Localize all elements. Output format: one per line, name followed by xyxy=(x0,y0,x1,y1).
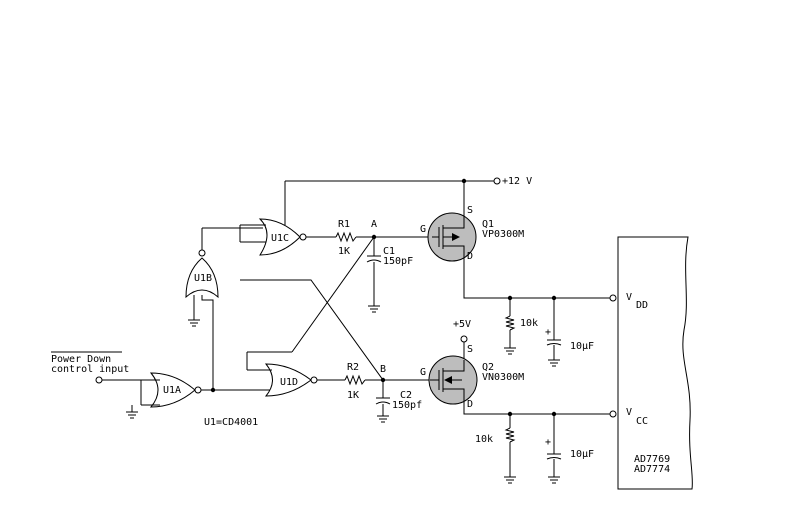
q2-n-mosfet xyxy=(428,355,478,405)
u1c-label: U1C xyxy=(271,233,289,244)
gate-u1d: U1D xyxy=(264,363,318,397)
c2-capacitor xyxy=(375,397,391,405)
r2-value: 1K xyxy=(347,390,359,401)
vcc-capacitor-value: 10µF xyxy=(570,449,594,460)
u1d-label: U1D xyxy=(280,377,298,388)
chip-part-line1: AD7769 xyxy=(634,454,670,465)
q1-drain-label: D xyxy=(467,251,473,262)
supply-12v-terminal xyxy=(493,177,501,185)
adc-chip-outline xyxy=(617,236,693,490)
q1-gate-label: G xyxy=(420,224,426,235)
c1-name: C1 xyxy=(383,246,395,257)
q2-name: Q2 xyxy=(482,362,494,373)
r1-name: R1 xyxy=(338,219,350,230)
power-down-label-line1: Power Down xyxy=(51,354,111,365)
q2-drain-label: D xyxy=(467,399,473,410)
node-a-label: A xyxy=(371,219,377,230)
junction-dots xyxy=(210,178,557,417)
labels: +12 V +5V A B R1 1K R2 1K C1 150pF C2 15… xyxy=(51,176,670,475)
cap-top-plus: + xyxy=(545,327,551,338)
chip-part-line2: AD7774 xyxy=(634,464,670,475)
vdd-pin-sub: DD xyxy=(636,300,648,311)
vcc-pin-v: V xyxy=(626,407,632,418)
q1-part: VP0300M xyxy=(482,229,524,240)
c2-name: C2 xyxy=(400,390,412,401)
u1b-label: U1B xyxy=(194,273,212,284)
vdd-pulldown-resistor xyxy=(504,315,516,331)
vdd-decoupling-capacitor: + xyxy=(545,327,562,346)
supply-5v-terminal xyxy=(460,335,468,343)
q1-source-label: S xyxy=(467,205,473,216)
vcc-pulldown-resistor xyxy=(504,427,516,443)
r2-name: R2 xyxy=(347,362,359,373)
vdd-resistor-value: 10k xyxy=(520,318,538,329)
c2-value: 150pf xyxy=(392,400,422,411)
u1a-label: U1A xyxy=(163,385,181,396)
c1-capacitor xyxy=(366,255,382,263)
vcc-decoupling-capacitor: + xyxy=(545,437,562,460)
supply-5v-label: +5V xyxy=(453,319,471,330)
q1-p-mosfet xyxy=(427,212,477,262)
wires xyxy=(102,180,610,477)
power-down-label-line2: control input xyxy=(51,364,129,375)
q1-name: Q1 xyxy=(482,219,494,230)
ground-symbols xyxy=(126,305,560,484)
vcc-resistor-value: 10k xyxy=(475,434,493,445)
gate-u1a: U1A xyxy=(149,372,202,408)
supply-12v-label: +12 V xyxy=(502,176,532,187)
r1-resistor xyxy=(335,231,357,243)
power-down-input-terminal xyxy=(95,376,103,384)
node-b-label: B xyxy=(380,364,386,375)
c1-value: 150pF xyxy=(383,256,413,267)
u1-part-label: U1=CD4001 xyxy=(204,417,258,428)
vcc-terminal xyxy=(609,410,617,418)
q2-part: VN0300M xyxy=(482,372,524,383)
vcc-pin-sub: CC xyxy=(636,416,648,427)
vdd-capacitor-value: 10µF xyxy=(570,341,594,352)
vdd-terminal xyxy=(609,294,617,302)
r2-resistor xyxy=(344,374,366,386)
q2-source-label: S xyxy=(467,344,473,355)
q2-gate-label: G xyxy=(420,367,426,378)
gate-u1c: U1C xyxy=(258,218,307,256)
r1-value: 1K xyxy=(338,246,350,257)
gate-u1b: U1B xyxy=(185,249,219,299)
cap-bottom-plus: + xyxy=(545,437,551,448)
vdd-pin-v: V xyxy=(626,292,632,303)
